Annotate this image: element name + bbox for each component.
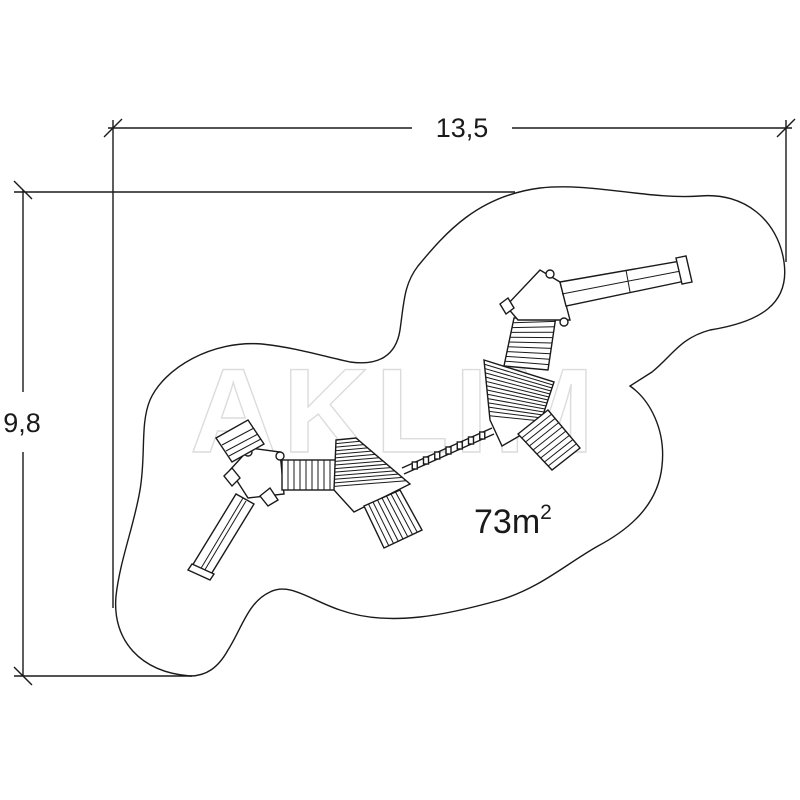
deck-plank: [487, 393, 547, 407]
deck-plank: [335, 440, 360, 445]
deck-plank: [334, 476, 403, 484]
deck-plank: [335, 453, 376, 459]
stair-step: [540, 434, 570, 459]
rope-bridge-knot: [467, 436, 475, 445]
rope-bridge: [401, 427, 495, 475]
area-value: 73m: [474, 503, 540, 541]
right-lower-stairs: [516, 409, 582, 471]
stair-step: [377, 499, 399, 542]
stair-step: [532, 426, 563, 451]
stair-step: [521, 413, 552, 439]
safety-zone-outline: [114, 186, 786, 677]
deck-plank: [485, 376, 551, 395]
stair-step: [511, 326, 555, 329]
right-upper-stairs: [503, 315, 557, 371]
right-slide: [559, 255, 693, 307]
stair-step: [368, 503, 390, 546]
deck-plank: [486, 385, 549, 401]
deck-plank: [335, 447, 368, 452]
rope-bridge-knot: [479, 431, 486, 440]
height-dimension-line: [13, 180, 515, 686]
deck-plank: [334, 480, 407, 487]
stair-step: [505, 355, 550, 360]
stair-step: [395, 491, 418, 533]
stair-step: [547, 443, 577, 467]
deck-plank: [484, 368, 553, 389]
height-dimension-label: 9,8: [3, 408, 41, 438]
area-superscript: 2: [540, 501, 552, 524]
deck-plank: [335, 457, 380, 462]
stair-step: [372, 501, 394, 544]
left-bridge: [281, 459, 337, 491]
right-tower: [499, 269, 571, 327]
deck-plank: [488, 402, 545, 413]
stair-step: [536, 430, 567, 455]
stair-step: [508, 341, 553, 344]
rope-bridge-knot: [434, 451, 441, 460]
rope-bridge-knot: [456, 441, 463, 450]
left-slide: [186, 493, 255, 581]
deck-plank: [489, 415, 542, 422]
width-dimension-label: 13,5: [436, 113, 489, 143]
area-label: 73m2: [474, 501, 552, 541]
deck-plank: [335, 444, 364, 448]
deck-plank: [334, 460, 384, 466]
stair-step: [525, 418, 556, 443]
center-stairs: [363, 489, 423, 549]
deck-plank: [489, 410, 543, 419]
stair-step: [544, 439, 574, 463]
rope-bridge-knot: [422, 456, 430, 465]
deck-plank: [487, 398, 546, 410]
stair-step: [512, 320, 556, 324]
deck-plank: [335, 450, 372, 455]
deck-plank: [486, 389, 548, 404]
stair-step: [381, 497, 404, 540]
stair-step: [506, 351, 551, 355]
deck-plank: [334, 463, 387, 470]
stair-step: [386, 495, 409, 537]
deck-plank: [334, 473, 399, 480]
stair-step: [507, 346, 552, 349]
stair-step: [529, 422, 559, 447]
deck-plank: [334, 467, 391, 473]
rope-bridge-knot: [445, 446, 452, 455]
rope-bridge-knot: [411, 461, 418, 470]
deck-plank: [485, 372, 552, 392]
deck-plank: [334, 470, 395, 477]
stair-step: [390, 493, 413, 535]
deck-plank: [486, 380, 550, 398]
deck-plank: [484, 363, 554, 386]
left-climbing-wall: [214, 419, 266, 463]
left-tower: [223, 447, 285, 507]
stair-step: [504, 360, 549, 366]
width-dimension-line: [103, 118, 796, 608]
deck-plank: [488, 406, 544, 416]
